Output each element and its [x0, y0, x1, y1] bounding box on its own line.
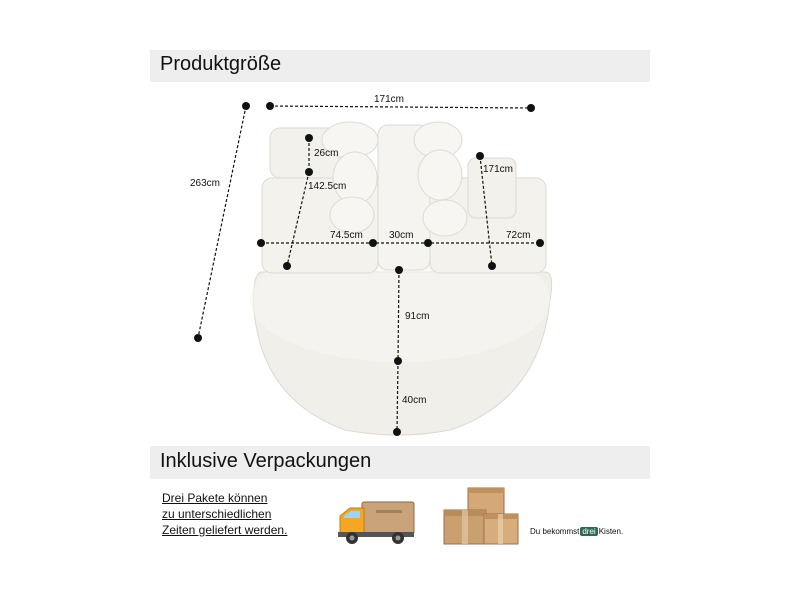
dimension-label-back-height: 26cm	[314, 148, 339, 159]
dimension-label-left-width: 74.5cm	[330, 230, 363, 241]
delivery-line-3: Zeiten geliefert werden.	[162, 523, 288, 537]
dimension-label-length: 263cm	[190, 178, 221, 189]
dimension-label-height: 40cm	[402, 395, 427, 406]
dimension-label-round-depth: 91cm	[405, 311, 430, 322]
dimension-label-right-depth: 171cm	[483, 164, 514, 175]
dimension-label-middle-width: 30cm	[389, 230, 414, 241]
section-header-product-size: Produktgröße	[150, 50, 650, 82]
dimension-label-seat-depth: 142.5cm	[308, 181, 347, 192]
dimension-points	[194, 102, 544, 436]
dimension-label-width: 171cm	[374, 94, 405, 105]
section-title-packaging: Inklusive Verpackungen	[160, 450, 372, 472]
boxes-note-highlight: drei	[580, 527, 598, 536]
section-title-product-size: Produktgröße	[160, 53, 282, 75]
delivery-line-2: zu unterschiedlichen	[162, 507, 272, 521]
delivery-truck-icon	[338, 501, 415, 544]
boxes-note-before: Du bekommst	[530, 527, 580, 536]
delivery-notice: Drei Pakete können zu unterschiedlichen …	[162, 490, 287, 538]
section-header-packaging: Inklusive Verpackungen	[150, 446, 650, 479]
boxes-icon	[443, 487, 519, 545]
dimension-label-right-width: 72cm	[506, 230, 531, 241]
delivery-line-1: Drei Pakete können	[162, 491, 268, 505]
sofa-illustration	[250, 121, 553, 436]
dimension-lines	[197, 105, 540, 433]
boxes-note-after: Kisten.	[598, 527, 624, 536]
